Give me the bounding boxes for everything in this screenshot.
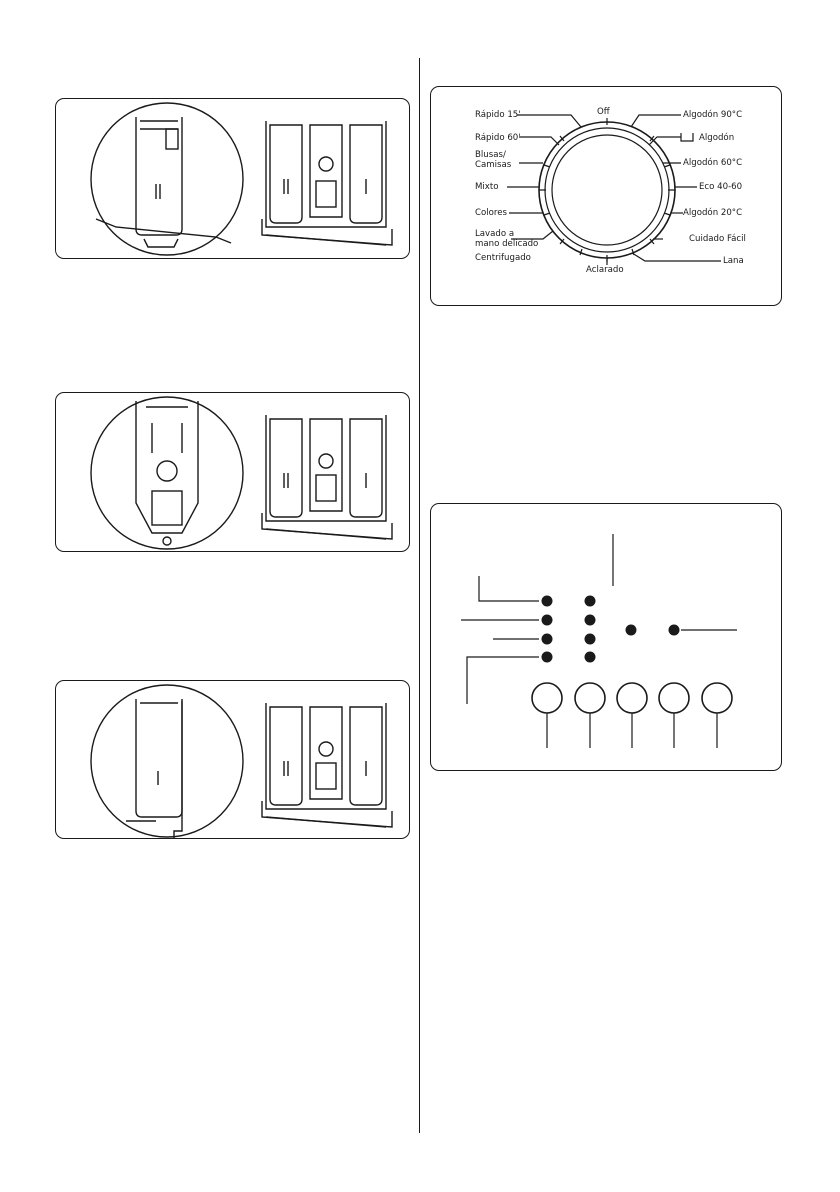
dial-label-lavado-mano: Lavado a mano delicado [475, 229, 538, 249]
figure-dispenser-1 [55, 98, 410, 259]
dial-label-eco-40-60: Eco 40-60 [699, 182, 742, 192]
dispenser-overview-2 [262, 415, 392, 539]
dial-label-aclarado: Aclarado [586, 265, 624, 275]
dial-label-centrifugado: Centrifugado [475, 253, 531, 263]
dial-label-rapido-15: Rápido 15' [475, 110, 521, 120]
dispenser-overview-3 [262, 703, 392, 827]
dial-label-lana: Lana [723, 256, 744, 266]
dispenser-detail-lowered [91, 685, 243, 839]
led-col2-row2 [585, 615, 596, 626]
led-col4 [669, 625, 680, 636]
control-button-2 [575, 683, 605, 713]
led-col1-row4 [542, 652, 553, 663]
dispenser-detail-siphon [91, 397, 243, 549]
dial-label-algodon-prewash: Algodón [699, 133, 734, 143]
column-divider [419, 58, 420, 1133]
dispenser-overview-1 [262, 121, 392, 245]
control-button-4 [659, 683, 689, 713]
led-leader-lines [461, 534, 737, 704]
prewash-tub-icon [681, 133, 693, 141]
figure-dispenser-3 [55, 680, 410, 839]
led-col1-row2 [542, 615, 553, 626]
led-col3 [626, 625, 637, 636]
control-button-5 [702, 683, 732, 713]
dispenser-detail-lever [91, 103, 243, 255]
dial-label-colores: Colores [475, 208, 507, 218]
dial-label-algodon-20: Algodón 20°C [683, 208, 742, 218]
led-col2-row4 [585, 652, 596, 663]
control-button-1 [532, 683, 562, 713]
dial-label-blusas-camisas: Blusas/ Camisas [475, 150, 511, 170]
program-dial-panel: Off Aclarado Rápido 15' Rápido 60' Blusa… [430, 86, 782, 306]
led-col1-row3 [542, 634, 553, 645]
dial-label-cuidado-facil: Cuidado Fácil [689, 234, 746, 244]
led-col1-row1 [542, 596, 553, 607]
control-button-3 [617, 683, 647, 713]
led-col2-row3 [585, 634, 596, 645]
dial-label-mixto: Mixto [475, 182, 499, 192]
control-buttons [532, 683, 732, 748]
indicator-leds [542, 596, 680, 663]
dial-label-off: Off [597, 107, 610, 117]
led-col2-row1 [585, 596, 596, 607]
control-panel-diagram [430, 503, 782, 771]
figure-dispenser-2 [55, 392, 410, 552]
dial-label-algodon-90: Algodón 90°C [683, 110, 742, 120]
dial-label-rapido-60: Rápido 60' [475, 133, 521, 143]
dial-label-algodon-60: Algodón 60°C [683, 158, 742, 168]
